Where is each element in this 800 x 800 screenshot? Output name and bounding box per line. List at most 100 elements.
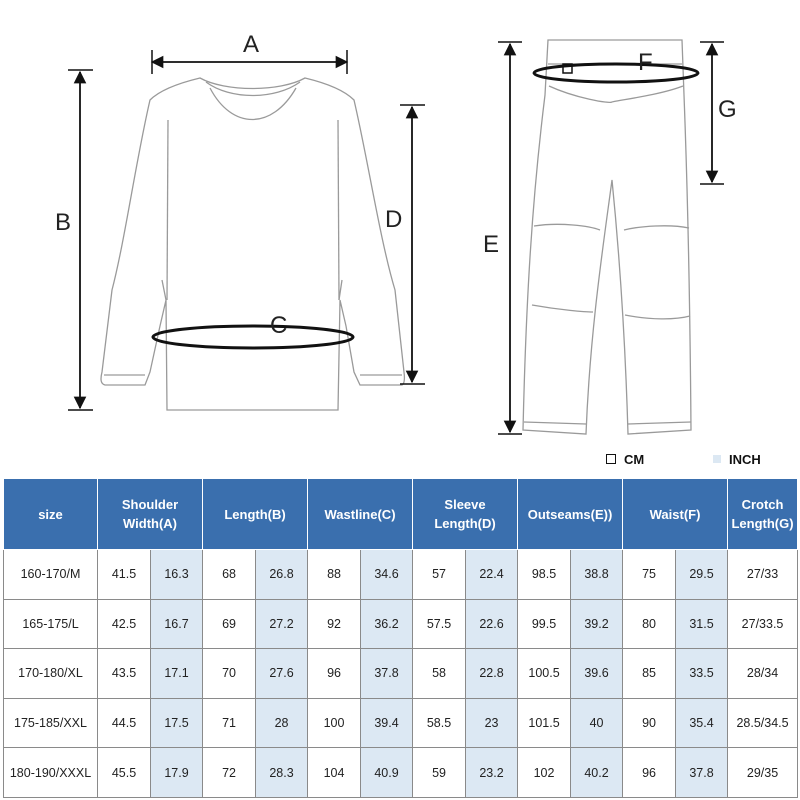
size-cell: 165-175/L: [3, 598, 98, 650]
table-row: 165-175/L 42.5 16.7 69 27.2 92 36.2 57.5…: [3, 598, 799, 650]
inch-cell: 40.9: [360, 747, 414, 798]
inch-cell: 31.5: [675, 598, 729, 650]
legend-inch: INCH: [713, 450, 761, 468]
legend-inch-label: INCH: [729, 451, 761, 467]
cm-cell: 96: [622, 747, 677, 798]
cm-cell: 88: [307, 549, 362, 600]
header-length: Length(B): [202, 478, 309, 550]
garment-diagram: A B C D E F G: [55, 31, 737, 435]
cm-cell: 96: [307, 648, 362, 699]
cm-cell: 43.5: [97, 648, 151, 699]
cm-cell: 70: [202, 648, 257, 699]
crotch-cell: 29/35: [727, 747, 799, 798]
inch-cell: 28: [255, 697, 309, 749]
label-c: C: [270, 312, 287, 339]
inch-cell: 23: [465, 697, 519, 749]
cm-cell: 59: [412, 747, 467, 798]
inch-cell: 17.9: [149, 747, 204, 798]
inch-cell: 26.8: [255, 549, 309, 600]
size-table: size Shoulder Width(A) Length(B) Wastlin…: [3, 478, 799, 798]
cm-cell: 98.5: [517, 549, 572, 600]
size-cell: 160-170/M: [3, 549, 98, 600]
inch-cell: 36.2: [360, 598, 414, 650]
inch-cell: 40.2: [570, 747, 624, 798]
cm-cell: 57.5: [412, 598, 467, 650]
cm-cell: 69: [202, 598, 257, 650]
table-row: 175-185/XXL 44.5 17.5 71 28 100 39.4 58.…: [3, 697, 799, 749]
shirt-drawing: [100, 77, 406, 411]
header-size: size: [3, 478, 98, 550]
waistline-c-ring: [151, 324, 355, 350]
cm-cell: 100.5: [517, 648, 572, 699]
cm-cell: 75: [622, 549, 677, 600]
inch-cell: 28.3: [255, 747, 309, 798]
inch-cell: 22.8: [465, 648, 519, 699]
header-waistline: Wastline(C): [307, 478, 414, 550]
inch-cell: 34.6: [360, 549, 414, 600]
cm-cell: 44.5: [97, 697, 151, 749]
inch-cell: 38.8: [570, 549, 624, 600]
cm-cell: 58: [412, 648, 467, 699]
size-cell: 170-180/XL: [3, 648, 98, 699]
header-waist: Waist(F): [622, 478, 729, 550]
label-b: B: [55, 209, 71, 236]
header-sleeve-length: Sleeve Length(D): [412, 478, 519, 550]
table-header-row: size Shoulder Width(A) Length(B) Wastlin…: [3, 478, 799, 550]
pants-tag: [562, 63, 573, 74]
header-outseams: Outseams(E)): [517, 478, 624, 550]
cm-cell: 45.5: [97, 747, 151, 798]
inch-cell: 39.6: [570, 648, 624, 699]
table-row: 170-180/XL 43.5 17.1 70 27.6 96 37.8 58 …: [3, 648, 799, 699]
cm-cell: 101.5: [517, 697, 572, 749]
inch-cell: 40: [570, 697, 624, 749]
size-cell: 175-185/XXL: [3, 697, 98, 749]
crotch-cell: 27/33: [727, 549, 799, 600]
cm-cell: 102: [517, 747, 572, 798]
header-shoulder-width: Shoulder Width(A): [96, 478, 204, 550]
inch-cell: 17.5: [149, 697, 204, 749]
inch-cell: 23.2: [465, 747, 519, 798]
label-g: G: [718, 96, 737, 123]
cm-cell: 68: [202, 549, 257, 600]
cm-cell: 57: [412, 549, 467, 600]
cm-cell: 42.5: [97, 598, 151, 650]
header-crotch-length: Crotch Length(G): [727, 478, 799, 550]
inch-cell: 22.4: [465, 549, 519, 600]
inch-cell: 17.1: [149, 648, 204, 699]
inch-cell: 35.4: [675, 697, 729, 749]
inch-cell: 27.2: [255, 598, 309, 650]
inch-cell: 39.2: [570, 598, 624, 650]
cm-swatch: [606, 454, 616, 464]
inch-cell: 16.7: [149, 598, 204, 650]
inch-cell: 16.3: [149, 549, 204, 600]
inch-cell: 27.6: [255, 648, 309, 699]
cm-cell: 90: [622, 697, 677, 749]
cm-cell: 72: [202, 747, 257, 798]
table-row: 180-190/XXXL 45.5 17.9 72 28.3 104 40.9 …: [3, 747, 799, 798]
cm-cell: 41.5: [97, 549, 151, 600]
cm-cell: 71: [202, 697, 257, 749]
crotch-cell: 28/34: [727, 648, 799, 699]
inch-cell: 29.5: [675, 549, 729, 600]
inch-cell: 37.8: [675, 747, 729, 798]
cm-cell: 80: [622, 598, 677, 650]
table-row: 160-170/M 41.5 16.3 68 26.8 88 34.6 57 2…: [3, 549, 799, 600]
inch-cell: 22.6: [465, 598, 519, 650]
inch-cell: 37.8: [360, 648, 414, 699]
cm-cell: 100: [307, 697, 362, 749]
label-f: F: [638, 49, 653, 76]
cm-cell: 85: [622, 648, 677, 699]
cm-cell: 92: [307, 598, 362, 650]
inch-cell: 33.5: [675, 648, 729, 699]
size-cell: 180-190/XXXL: [3, 747, 98, 798]
cm-cell: 58.5: [412, 697, 467, 749]
label-a: A: [243, 31, 259, 58]
pants-drawing: [522, 39, 692, 435]
cm-cell: 104: [307, 747, 362, 798]
legend-cm: CM: [606, 450, 644, 468]
inch-swatch: [713, 455, 721, 463]
cm-cell: 99.5: [517, 598, 572, 650]
label-d: D: [385, 206, 402, 233]
inch-cell: 39.4: [360, 697, 414, 749]
legend-cm-label: CM: [624, 451, 645, 467]
